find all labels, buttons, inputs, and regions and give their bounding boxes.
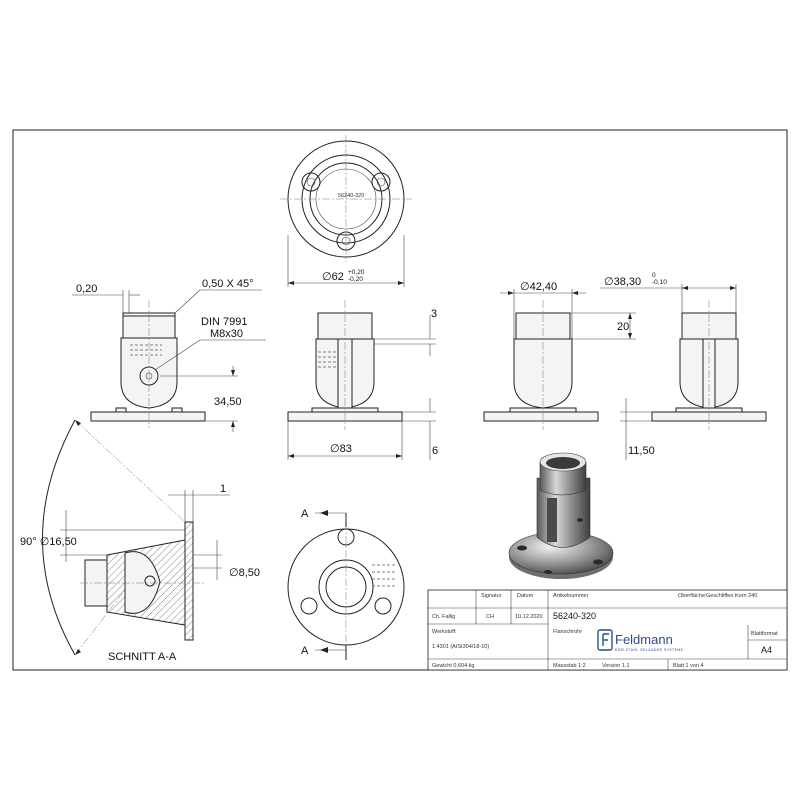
tb-massstab: Massstab 1:2 — [553, 663, 586, 669]
part-mark-top: 56240-320 — [338, 193, 364, 199]
logo-name: Feldmann — [615, 632, 673, 647]
section-label: SCHNITT A-A — [108, 651, 177, 663]
dim-height: 34,50 — [214, 396, 242, 408]
tb-oberflaeche-value: Geschliffen Korn 240 — [706, 593, 757, 599]
dim-bore-tol-lower: -0,10 — [652, 279, 667, 286]
dim-chamfer: 0,50 X 45° — [202, 278, 254, 290]
isometric-render — [508, 452, 614, 579]
dim-din-standard: DIN 7991 — [201, 316, 247, 328]
section-marker-top: A — [301, 508, 309, 520]
dim-hole-dia: ∅8,50 — [229, 567, 260, 579]
tb-blatt: Blatt 1 von 4 — [673, 663, 704, 669]
dim-step: 3 — [431, 308, 437, 320]
front-view-3: ∅42,40 20 — [483, 281, 636, 430]
top-view: 56240-320 ∅62 +0,20 -0,20 — [280, 135, 412, 287]
dim-base-thickness: 6 — [432, 445, 438, 457]
section-view: 1 90° ∅16,50 ∅8,50 SCHNITT A-A — [20, 419, 260, 663]
front-view-4: ∅38,30 0 -0,10 11,50 — [600, 272, 767, 460]
dim-top-dia: ∅62 — [322, 271, 344, 283]
tb-blattformat-label: Blattformat — [751, 631, 778, 637]
tb-date: 10.12.2020 — [515, 614, 543, 620]
feldmann-logo: Feldmann EDELSTAHL GELÄNDER SYSTEME — [597, 629, 684, 652]
tb-header-artikelnummer: Artikelnummer — [553, 593, 589, 599]
bottom-view: A A — [287, 508, 405, 660]
section-marker-bottom: A — [301, 645, 309, 657]
dim-chamfer-width: 0,20 — [76, 283, 97, 295]
tb-article-number: 56240-320 — [553, 611, 596, 621]
drawing-frame — [12, 129, 788, 671]
dim-din-screw: M8x30 — [210, 328, 243, 340]
tb-author: Ch. Fallig — [432, 614, 455, 620]
tb-version: Version 1.1 — [602, 663, 630, 669]
dim-depth: 20 — [617, 321, 629, 333]
tb-werkstoff-label: Werkstoff: — [432, 629, 457, 635]
dim-top-dia-tol-upper: +0,20 — [348, 269, 365, 276]
tb-gewicht: Gewicht 0,604 kg — [432, 663, 475, 669]
dim-bore-dia: ∅38,30 — [604, 276, 641, 288]
dim-outer-dia: ∅42,40 — [520, 281, 557, 293]
tb-header-oberflaeche: Oberfläche: — [678, 593, 707, 599]
tb-description: Flanschrohr — [553, 629, 582, 635]
tb-header-signatur: Signatur — [481, 593, 502, 599]
dim-base-dia: ∅83 — [330, 443, 352, 455]
tb-header-datum: Datum — [517, 593, 534, 599]
dim-angle-dia: 90° ∅16,50 — [20, 536, 77, 548]
tb-blattformat-value: A4 — [761, 645, 772, 655]
title-block: Signatur Datum Artikelnummer Oberfläche:… — [427, 589, 788, 671]
tb-signature: CH — [486, 614, 494, 620]
dim-bore-tol-upper: 0 — [652, 272, 656, 279]
front-view-1: 0,20 0,50 X 45° DIN 7991 M8x30 34,50 — [72, 278, 266, 432]
dim-base-offset: 11,50 — [628, 445, 655, 457]
dim-top-dia-tol-lower: -0,20 — [348, 276, 363, 283]
tb-werkstoff-value: 1.4301 (AISI304/18-10) — [432, 644, 489, 650]
logo-tagline: EDELSTAHL GELÄNDER SYSTEME — [615, 648, 684, 652]
dim-section-step: 1 — [220, 483, 226, 495]
front-view-2: 3 6 ∅83 — [287, 300, 438, 460]
